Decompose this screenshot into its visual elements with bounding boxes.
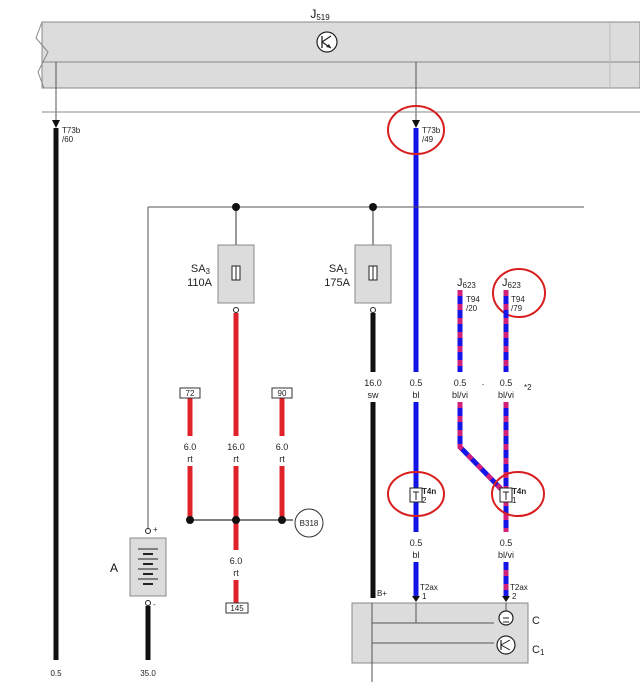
pin-t73b-49: T73b /49 [412, 120, 441, 144]
wire-blvi-left-color: bl/vi [452, 390, 468, 400]
highlight-ring-t4n-2 [387, 471, 445, 517]
wire-blvi-right-size: 0.5 [500, 378, 513, 388]
fuse-sa3-rating: 110A [187, 277, 213, 289]
fuse-sa3: SA3 110A [187, 244, 255, 313]
j519-label: J519 [310, 7, 330, 22]
wire-red-bottom-color: rt [233, 568, 239, 578]
wire-blvi-left [457, 290, 508, 496]
wire-blvi-lower-color: bl/vi [498, 550, 514, 560]
control-unit-j519: J519 [35, 7, 640, 120]
wire-sw-size: 16.0 [364, 378, 382, 388]
wire-bl-upper-size: 0.5 [410, 378, 423, 388]
pin-t73b-60: T73b /60 [52, 120, 81, 144]
j623-right-label: J623 [502, 277, 521, 290]
component-c-label: C [532, 615, 540, 627]
battery-label: A [110, 561, 118, 575]
fuse-sa1-rating: 175A [324, 277, 350, 289]
ref-tag-145: 145 [225, 602, 249, 614]
wire-blvi-right-color: bl/vi [498, 390, 514, 400]
component-c-unit: C C1 [351, 602, 545, 682]
svg-text:145: 145 [230, 604, 244, 613]
pin-t4n-2: T4n 2 [409, 487, 436, 505]
highlight-ring-t73b-49 [387, 105, 445, 155]
wire-red-center-color: rt [233, 454, 239, 464]
wire-red-90-size: 6.0 [276, 442, 289, 452]
svg-text:T94: T94 [466, 295, 480, 304]
svg-text:2: 2 [512, 592, 517, 601]
terminal-bplus: B+ [377, 589, 387, 598]
wire-red-center-size: 16.0 [227, 442, 245, 452]
wire-black-left-size: 0.5 [50, 669, 62, 678]
svg-text:2: 2 [422, 496, 427, 505]
footnote-2: *2 [524, 383, 532, 392]
pin-t2ax-2: T2ax 2 [502, 583, 528, 602]
transistor-icon [316, 31, 338, 53]
module-j623-right: J623 T94 /79 [502, 277, 525, 313]
highlight-ring-t4n-1 [491, 471, 545, 517]
svg-text:72: 72 [186, 389, 195, 398]
ref-tag-72: 72 [179, 387, 201, 399]
svg-text:/20: /20 [466, 304, 478, 313]
svg-text:T2ax: T2ax [510, 583, 528, 592]
ground-point-b318: B318 [294, 508, 324, 538]
svg-text:T73b: T73b [422, 126, 441, 135]
pin-t2ax-1: T2ax 1 [412, 583, 438, 602]
power-bus [147, 203, 584, 528]
pin-t4n-1: T4n 1 [499, 487, 526, 505]
svg-text:T94: T94 [511, 295, 525, 304]
dot-mark: · [482, 379, 485, 389]
battery-a: + - A [110, 525, 167, 609]
svg-text:T73b: T73b [62, 126, 81, 135]
component-c1-label: C1 [532, 644, 545, 657]
svg-text:T4n: T4n [422, 487, 436, 496]
svg-text:/79: /79 [511, 304, 523, 313]
svg-text:90: 90 [278, 389, 287, 398]
module-j623-left: J623 T94 /20 [457, 277, 480, 313]
svg-text:/60: /60 [62, 135, 74, 144]
highlight-ring-j623 [492, 268, 546, 318]
svg-text:-: - [153, 600, 156, 609]
svg-text:1: 1 [422, 592, 427, 601]
wire-red-72-size: 6.0 [184, 442, 197, 452]
svg-text:/49: /49 [422, 135, 434, 144]
svg-text:1: 1 [512, 496, 517, 505]
wire-bl-upper-color: bl [412, 390, 419, 400]
wire-bl-lower-size: 0.5 [410, 538, 423, 548]
ref-tag-90: 90 [271, 387, 293, 399]
wire-bl-lower-color: bl [412, 550, 419, 560]
wire-red-72-color: rt [187, 454, 193, 464]
fuse-sa1: SA1 175A [324, 244, 392, 313]
wire-red-90-color: rt [279, 454, 285, 464]
wire-sw-color: sw [368, 390, 380, 400]
svg-text:B318: B318 [300, 519, 319, 528]
wire-blvi-lower-size: 0.5 [500, 538, 513, 548]
fuse-sa1-label: SA1 [329, 263, 349, 276]
svg-text:T4n: T4n [512, 487, 526, 496]
wire-blvi-left-size: 0.5 [454, 378, 467, 388]
j623-left-label: J623 [457, 277, 476, 290]
wire-battery-size: 35.0 [140, 669, 156, 678]
fuse-sa3-label: SA3 [191, 263, 211, 276]
svg-text:T2ax: T2ax [420, 583, 438, 592]
svg-text:+: + [153, 525, 158, 534]
transistor-icon [496, 635, 516, 655]
wire-red-bottom-size: 6.0 [230, 556, 243, 566]
